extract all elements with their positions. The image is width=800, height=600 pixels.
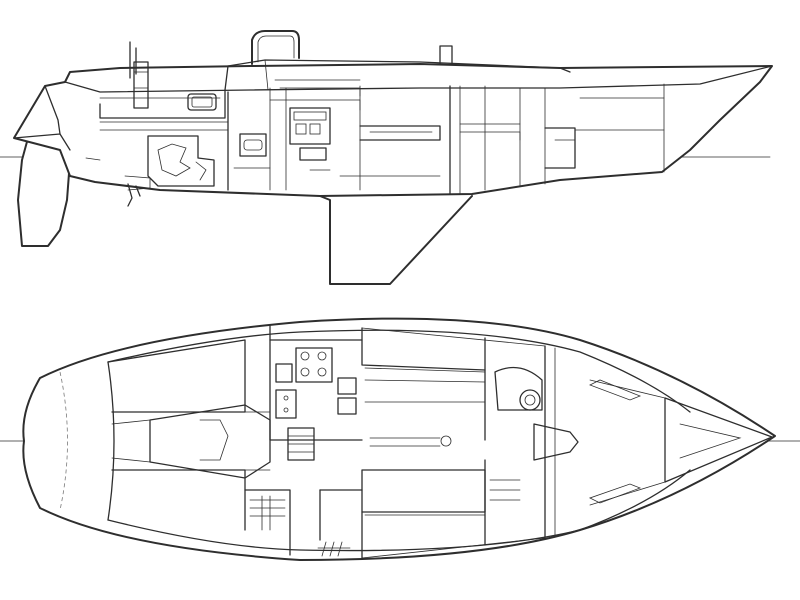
- galley-sink: [239, 133, 267, 157]
- interior-profile: [85, 79, 665, 177]
- keel: [319, 195, 473, 285]
- cockpit-plan: [107, 339, 271, 531]
- toilet: [519, 389, 541, 411]
- vberth: [664, 397, 773, 483]
- deck-edge-plan: [107, 329, 691, 413]
- winch: [133, 61, 149, 109]
- mast-step: [439, 45, 453, 65]
- galley-sink-plan: [275, 363, 293, 383]
- profile-view: [0, 30, 773, 285]
- cockpit-well: [99, 89, 226, 119]
- portlight: [187, 93, 217, 111]
- galley-stove: [289, 107, 331, 145]
- propeller: [127, 183, 141, 207]
- hull-plan: [22, 317, 776, 561]
- stove-top: [295, 347, 333, 383]
- cabin-house: [224, 59, 571, 91]
- galley-profile: [239, 107, 331, 161]
- ice-box: [337, 377, 357, 395]
- plan-view: [0, 317, 800, 561]
- dodger: [251, 30, 300, 65]
- companionway-steps: [287, 427, 315, 461]
- engine: [124, 135, 215, 191]
- saloon-table-post: [440, 435, 452, 447]
- transom-plan: [107, 361, 115, 521]
- saloon: [361, 327, 486, 559]
- stern-pulpit: [129, 41, 137, 79]
- sheerline: [64, 65, 773, 93]
- quarter-berth: [244, 489, 363, 557]
